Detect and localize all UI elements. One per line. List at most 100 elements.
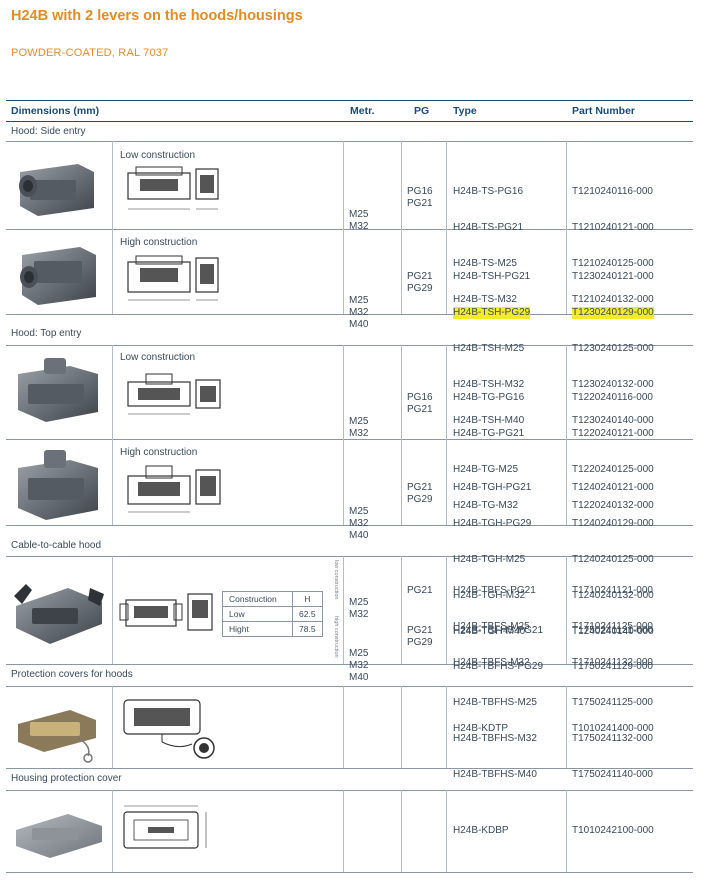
part-cell: T1230240132-000 bbox=[572, 379, 654, 390]
part-cell: T1710241132-000 bbox=[572, 657, 653, 668]
type-cell: H24B-TS-PG16 bbox=[453, 186, 524, 197]
hood-side-low-photo bbox=[19, 164, 94, 216]
type-cell: H24B-TGH-PG29 bbox=[453, 518, 532, 529]
hood-top-low-photo bbox=[18, 358, 98, 422]
type-cell-highlighted: H24B-TSH-PG29 bbox=[453, 307, 531, 319]
type-cell: H24B-TBFS-PG21 bbox=[453, 585, 536, 596]
hood-top-high-drawing bbox=[127, 465, 221, 513]
part-cell: T1010241400-000 bbox=[572, 723, 654, 734]
vertical-label-low: low construction bbox=[333, 560, 339, 600]
type-list: H24B-TG-PG16 H24B-TG-PG21 H24B-TG-M25 H2… bbox=[453, 368, 524, 524]
part-cell: T1710241125-000 bbox=[572, 621, 653, 632]
table-head-construction: Construction bbox=[222, 591, 293, 607]
type-cell: H24B-TGH-M32 bbox=[453, 590, 526, 601]
table-row: Low 62.5 bbox=[222, 606, 323, 622]
cable-hood-drawing bbox=[119, 593, 213, 631]
divider bbox=[6, 556, 693, 557]
construction-label: Low construction bbox=[120, 150, 196, 161]
type-cell: H24B-TBFHS-PG29 bbox=[453, 661, 544, 672]
table-head-h: H bbox=[292, 591, 323, 607]
vertical-label-high: high construction bbox=[333, 616, 339, 658]
type-cell: H24B-KDTP bbox=[453, 723, 509, 734]
type-cell: H24B-TS-PG21 bbox=[453, 222, 524, 233]
divider bbox=[6, 141, 693, 142]
type-cell: H24B-TBFHS-PG21 bbox=[453, 625, 544, 636]
type-cell: H24B-TGH-M40 bbox=[453, 626, 526, 637]
part-cell: T1240240121-000 bbox=[572, 482, 654, 493]
housing-cover-drawing bbox=[123, 805, 207, 849]
part-cell: T1240240129-000 bbox=[572, 518, 654, 529]
part-cell: T1220240125-000 bbox=[572, 464, 654, 475]
part-cell: T1230240121-000 bbox=[572, 271, 654, 282]
type-cell: H24B-TBFS-M32 bbox=[453, 657, 530, 668]
part-list: T1750241121-000 T1750241129-000 T1750241… bbox=[572, 601, 653, 793]
page-title: H24B with 2 levers on the hoods/housings bbox=[11, 8, 303, 24]
section-cable-hood: Cable-to-cable hood bbox=[11, 540, 102, 551]
divider bbox=[6, 439, 693, 440]
hood-side-low-drawing bbox=[127, 166, 219, 210]
divider bbox=[6, 525, 693, 526]
type-cell: H24B-TBFS-M25 bbox=[453, 621, 530, 632]
type-cell: H24B-KDBP bbox=[453, 825, 509, 836]
type-cell: H24B-TBFHS-M25 bbox=[453, 697, 537, 708]
type-list: H24B-TSH-PG21 H24B-TSH-PG29 H24B-TSH-M25… bbox=[453, 247, 531, 439]
part-cell: T1710241121-000 bbox=[572, 585, 653, 596]
hood-top-high-photo bbox=[18, 450, 98, 520]
part-cell: T1240240125-000 bbox=[572, 554, 654, 565]
page-subtitle: POWDER-COATED, RAL 7037 bbox=[11, 47, 169, 59]
type-list: H24B-TBFHS-PG21 H24B-TBFHS-PG29 H24B-TBF… bbox=[453, 601, 543, 793]
header-pg: PG bbox=[414, 105, 430, 117]
header-dimensions: Dimensions (mm) bbox=[11, 105, 100, 117]
part-cell: T1750241125-000 bbox=[572, 697, 653, 708]
type-cell: H24B-TG-M25 bbox=[453, 464, 519, 475]
type-cell: H24B-TBFHS-M32 bbox=[453, 733, 537, 744]
type-cell: H24B-TSH-M32 bbox=[453, 379, 525, 390]
type-cell: H24B-TS-M25 bbox=[453, 258, 517, 269]
part-cell: T1210240132-000 bbox=[572, 294, 654, 305]
part-cell: T1210240121-000 bbox=[572, 222, 654, 233]
part-cell: T1750241121-000 bbox=[572, 625, 653, 636]
part-cell: T1750241129-000 bbox=[572, 661, 653, 672]
part-cell-highlighted: T1230240129-000 bbox=[572, 307, 654, 319]
type-cell: H24B-TGH-M25 bbox=[453, 554, 526, 565]
part-cell: T1240240140-000 bbox=[572, 626, 654, 637]
divider bbox=[6, 872, 693, 873]
part-cell: T1230240125-000 bbox=[572, 343, 654, 354]
type-cell: H24B-TG-PG21 bbox=[453, 428, 525, 439]
part-cell: T1210240125-000 bbox=[572, 258, 654, 269]
type-cell: H24B-TG-PG16 bbox=[453, 392, 525, 403]
divider bbox=[6, 345, 693, 346]
part-cell: T1750241132-000 bbox=[572, 733, 653, 744]
protection-cover-drawing bbox=[123, 699, 215, 759]
hood-side-high-photo bbox=[20, 247, 96, 305]
part-cell: T1220240132-000 bbox=[572, 500, 654, 511]
section-housing-cover: Housing protection cover bbox=[11, 773, 122, 784]
part-list: T1240240121-000 T1240240129-000 T1240240… bbox=[572, 458, 654, 650]
type-list: H24B-TS-PG16 H24B-TS-PG21 H24B-TS-M25 H2… bbox=[453, 162, 523, 318]
header-part-number: Part Number bbox=[572, 105, 636, 117]
type-cell: H24B-TBFHS-M40 bbox=[453, 769, 537, 780]
part-list: T1710241121-000 T1710241125-000 T1710241… bbox=[572, 561, 653, 681]
part-list: T1230240121-000 T1230240129-000 T1230240… bbox=[572, 247, 654, 439]
part-cell: T1210240116-000 bbox=[572, 186, 653, 197]
pg-list: PG21 bbox=[407, 585, 433, 596]
part-cell: T1220240116-000 bbox=[572, 392, 653, 403]
divider bbox=[6, 664, 693, 665]
header-type: Type bbox=[453, 105, 477, 117]
table-row: Hight 78.5 bbox=[222, 621, 323, 637]
header-metr: Metr. bbox=[350, 105, 375, 117]
section-side-entry: Hood: Side entry bbox=[11, 126, 86, 137]
type-list: H24B-TBFS-PG21 H24B-TBFS-M25 H24B-TBFS-M… bbox=[453, 561, 536, 681]
part-cell: T1010242100-000 bbox=[572, 825, 654, 836]
hood-side-high-drawing bbox=[127, 255, 219, 301]
type-cell: H24B-TSH-M25 bbox=[453, 343, 525, 354]
housing-cover-photo bbox=[16, 814, 102, 858]
